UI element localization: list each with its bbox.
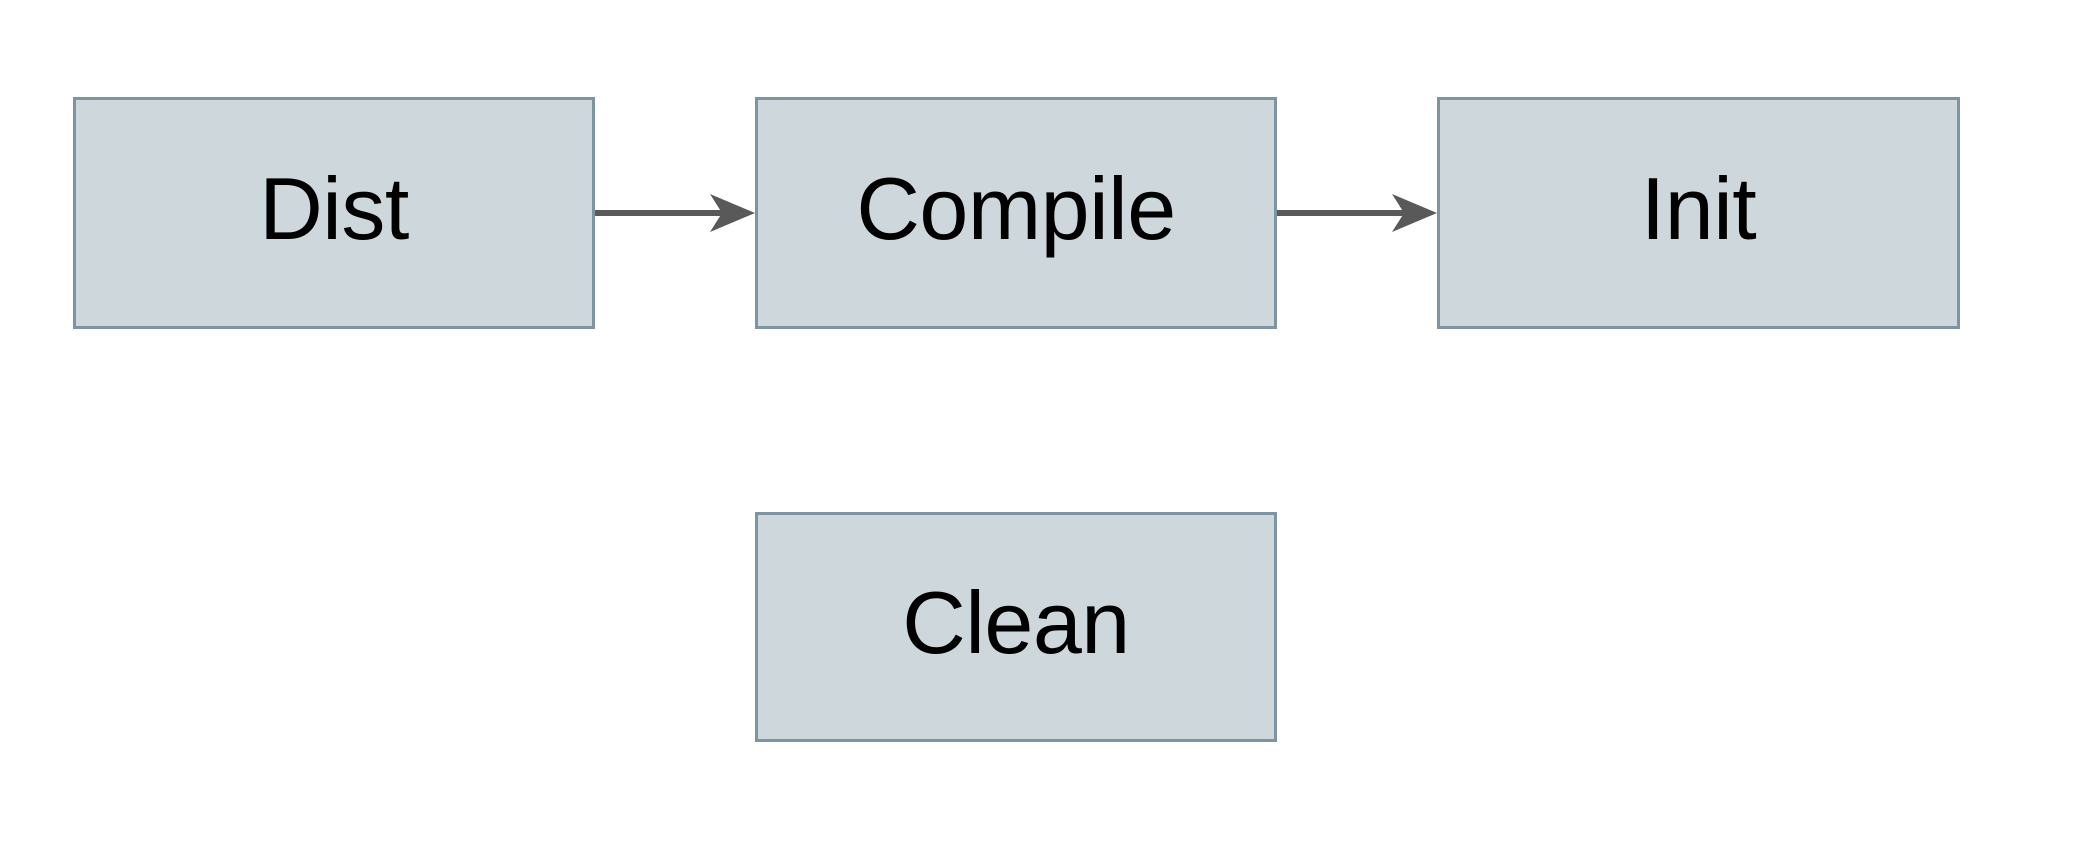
arrowhead-icon: [1392, 194, 1437, 232]
node-dist[interactable]: Dist: [73, 97, 595, 329]
node-label: Clean: [902, 573, 1130, 672]
node-init[interactable]: Init: [1437, 97, 1960, 329]
edge-compile-to-init: [1277, 194, 1437, 232]
edge-dist-to-compile: [595, 194, 755, 232]
node-label: Compile: [856, 159, 1176, 258]
node-clean[interactable]: Clean: [755, 512, 1277, 742]
arrowhead-icon: [710, 194, 755, 232]
node-compile[interactable]: Compile: [755, 97, 1277, 329]
node-label: Dist: [259, 159, 409, 258]
node-label: Init: [1640, 159, 1757, 258]
